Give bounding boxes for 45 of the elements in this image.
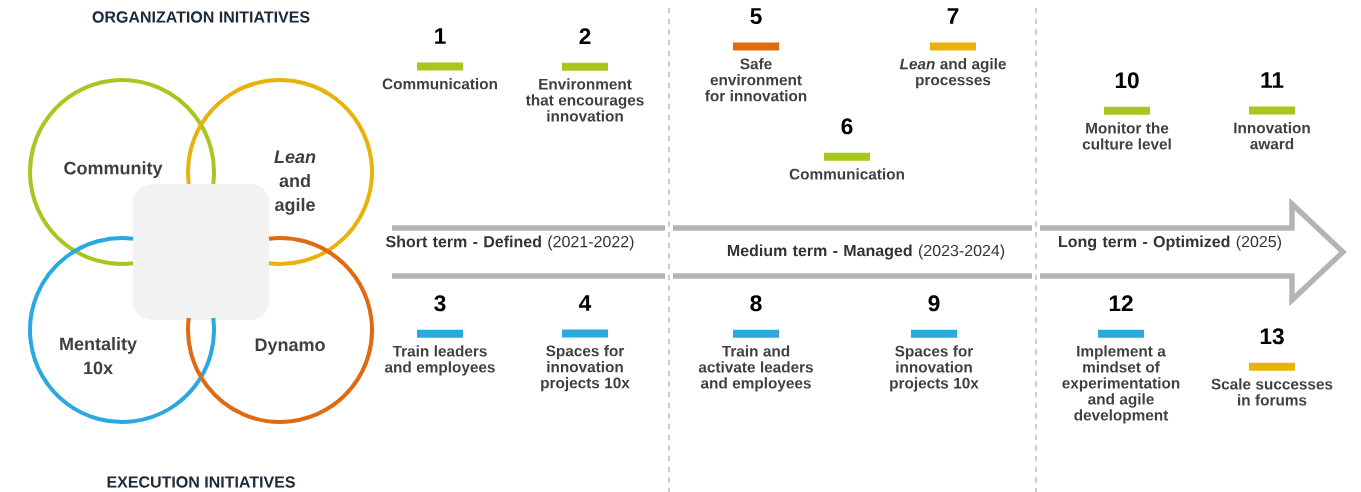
node-label: 10 (1115, 72, 1139, 89)
initiative-item: 5 Safe environment for innovation (705, 8, 807, 102)
node-label: 6 (841, 118, 853, 135)
node-label: 4 (579, 295, 592, 311)
node-label: Implement a mindset of experimentation and agile development (1062, 345, 1180, 424)
node-label: 5 (750, 8, 762, 25)
node-label: Train and activate leaders and employees (698, 345, 813, 392)
section-heading: ORGANIZATION INITIATIVES (92, 11, 310, 23)
node-label: Monitor the culture level (1082, 122, 1171, 150)
phase-label: Long term - Optimized (2025) (1059, 235, 1281, 251)
initiative-item: 7 Lean and agile processes (899, 8, 1006, 89)
node-label: Scale successes in forums (1211, 378, 1333, 406)
node-label: 9 (928, 295, 940, 312)
node-label: 2 (579, 28, 591, 45)
initiative-item: 1 Communication (382, 28, 497, 90)
initiative-item: 11 Innovation award (1234, 72, 1310, 150)
node-label: 12 (1109, 295, 1133, 312)
initiative-item: 9 Spaces for innovation projects 10x (890, 295, 979, 392)
phase-label: Short term - Defined (2021-2022) (386, 235, 634, 251)
initiative-item: 13 Scale successes in forums (1211, 328, 1333, 406)
node-label: Communication (789, 168, 904, 180)
initiative-item: 2 Environment that encourages innovation (525, 28, 644, 122)
initiative-item: 3 Train leaders and employees (384, 295, 495, 376)
node-label: 11 (1261, 72, 1284, 88)
section-heading: EXECUTION INITIATIVES (107, 476, 295, 488)
initiative-item: 10 Monitor the culture level (1082, 72, 1171, 150)
initiative-item: 4 Spaces for innovation projects 10x (541, 295, 630, 392)
node-label: Lean and agile processes (899, 58, 1006, 89)
node-label: Environment that encourages innovation (525, 78, 644, 122)
initiative-item: 6 Communication (789, 118, 904, 180)
node-label: Safe environment for innovation (705, 58, 807, 102)
node-label: 3 (434, 295, 446, 312)
node-label: 13 (1260, 328, 1284, 345)
center-square (133, 184, 269, 320)
node-label: 7 (947, 8, 959, 24)
node-label: Communication (382, 78, 497, 90)
node-label: 1 (435, 28, 446, 44)
phase-label: Medium term - Managed (2023-2024) (727, 244, 1005, 260)
node-label: Spaces for innovation projects 10x (890, 345, 979, 392)
node-label: Innovation award (1234, 122, 1310, 150)
node-label: Spaces for innovation projects 10x (541, 345, 630, 392)
initiative-item: 8 Train and activate leaders and employees (698, 295, 813, 392)
node-label: 8 (750, 295, 762, 312)
initiative-item: 12 Implement a mindset of experimentation and agile development (1062, 295, 1180, 424)
node-label: Train leaders and employees (384, 345, 495, 376)
